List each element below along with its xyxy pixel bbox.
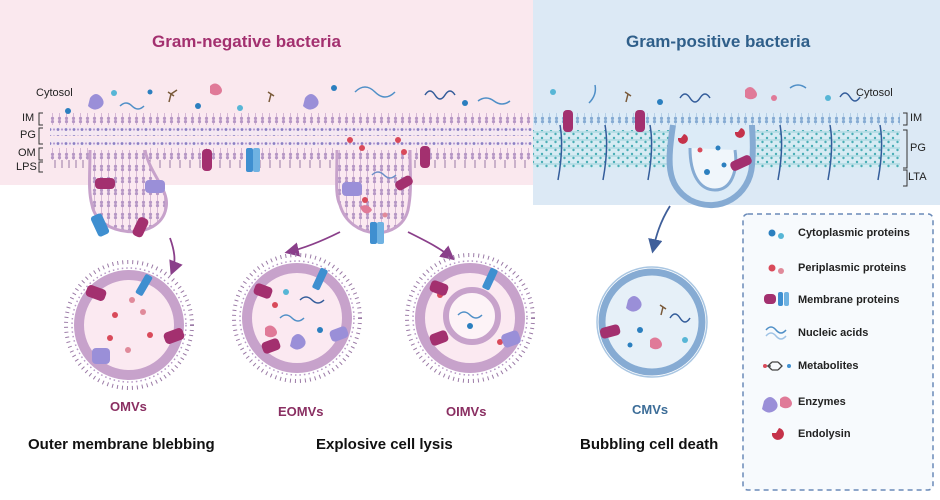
cytosol-label-left: Cytosol (36, 87, 73, 99)
im-label-left: IM (22, 112, 35, 124)
cytoplasmic-protein-icon (768, 229, 784, 239)
legend-label-periplasmic: Periplasmic proteins (798, 262, 907, 274)
cmv-label: CMVs (632, 402, 669, 417)
gram-negative-title: Gram-negative bacteria (152, 32, 341, 51)
process-arrows (169, 205, 671, 276)
membrane-brackets (38, 112, 908, 187)
gram-positive-envelope (533, 110, 900, 208)
lps-label: LPS (16, 161, 37, 173)
omv-label: OMVs (110, 399, 147, 414)
nucleic-acid-icon (765, 326, 787, 340)
oimv-vesicle (405, 253, 535, 383)
cytosol-cargo (65, 83, 861, 114)
legend-box (742, 213, 934, 491)
eomv-vesicle (232, 253, 362, 383)
explosive-cell-lysis-label: Explosive cell lysis (316, 436, 453, 453)
gram-positive-title: Gram-positive bacteria (626, 32, 811, 51)
periplasmic-protein-icon (768, 264, 784, 274)
membrane-protein-icon (764, 292, 789, 306)
bubbling-cell-death-label: Bubbling cell death (580, 436, 719, 453)
im-label-right: IM (910, 112, 923, 124)
enzyme-icon (762, 396, 792, 413)
eomv-label: EOMVs (278, 404, 324, 419)
legend-label-nucleic: Nucleic acids (798, 327, 869, 339)
endolysin-icon (771, 428, 784, 440)
om-label: OM (18, 147, 36, 159)
omv-vesicle (64, 260, 194, 390)
legend-label-metabolites: Metabolites (798, 360, 859, 372)
outer-membrane-blebbing-label: Outer membrane blebbing (28, 436, 215, 453)
legend-label-membrane: Membrane proteins (798, 294, 900, 306)
pg-label-right: PG (910, 142, 926, 154)
metabolite-icon (763, 361, 791, 371)
lta-label: LTA (908, 171, 927, 183)
legend-label-cytoplasmic: Cytoplasmic proteins (798, 227, 910, 239)
legend-label-enzymes: Enzymes (798, 396, 846, 408)
legend-icons (762, 229, 792, 440)
legend-label-endolysin: Endolysin (798, 428, 851, 440)
pg-label-left: PG (20, 129, 36, 141)
gram-negative-envelope (50, 113, 533, 244)
cmv-vesicle (596, 266, 708, 378)
cytosol-label-right: Cytosol (856, 87, 893, 99)
oimv-label: OIMVs (446, 404, 487, 419)
